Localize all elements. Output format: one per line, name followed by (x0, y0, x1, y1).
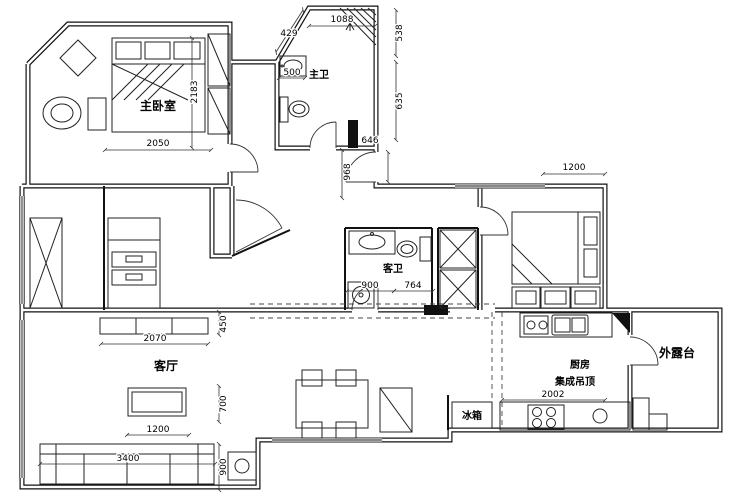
kitchen-counter-top (519, 312, 613, 338)
label-guest-bath: 客卫 (382, 262, 403, 275)
terrace-door (629, 336, 659, 366)
label-master-bedroom: 主卧室 (140, 98, 176, 113)
dining-table (295, 379, 369, 429)
chair (335, 421, 357, 439)
label-terrace: 外露台 (659, 345, 695, 360)
chair (301, 421, 323, 439)
label-master-bath: 主卫 (309, 68, 329, 81)
toilet-bowl (288, 100, 310, 118)
label-kitchen: 厨房 (570, 358, 590, 371)
terrace-features (632, 397, 668, 431)
kitchen-corner-shelf (612, 313, 630, 333)
label-fridge: 冰箱 (462, 409, 482, 422)
dim-hall-depth: 968 (343, 163, 353, 180)
label-living-room: 客厅 (153, 358, 178, 373)
dim-sofa-width: 3400 (117, 454, 140, 464)
foyer-door (235, 199, 283, 253)
dim-shower-side: 538 (395, 24, 405, 41)
dim-entry-door: 646 (361, 136, 378, 146)
entry-cabinet (29, 217, 63, 309)
pillow (583, 248, 598, 278)
kitchen-sink (551, 314, 589, 336)
tv-cabinet (99, 317, 209, 335)
shower-head-icon (347, 17, 353, 23)
bed-2 (511, 211, 601, 285)
dim-coffee-width: 1200 (147, 425, 170, 435)
dim-bed2-window: 1200 (563, 163, 586, 173)
toilet-tank (419, 236, 432, 262)
windows (19, 183, 545, 478)
dining-furniture (295, 369, 413, 439)
dimension-texts: 1088 429 538 635 500 646 968 2050 2183 1… (115, 14, 587, 477)
dim-guestbath-left: 900 (361, 281, 378, 291)
outer-walls (19, 5, 723, 490)
master-bedroom-furniture (42, 33, 231, 135)
dim-bath-side: 635 (395, 92, 405, 109)
vanity-counter (348, 230, 396, 255)
stove (527, 404, 565, 430)
entry-door (345, 151, 377, 183)
decor-diamond (59, 39, 97, 77)
cabinet (540, 286, 571, 309)
washing-machine (347, 281, 375, 309)
master-bedroom-door (229, 143, 259, 173)
master-bath-door (309, 121, 337, 149)
bedroom2-door (479, 206, 509, 236)
dim-coffee-depth: 700 (219, 395, 229, 412)
dim-kitchen-counter: 2002 (542, 390, 565, 400)
terrace-step (648, 413, 668, 431)
dimension-lines (37, 7, 608, 493)
dim-bath-chamfer: 429 (280, 29, 297, 39)
pillow (115, 41, 142, 60)
nightstand (87, 97, 107, 131)
wall-piers (348, 120, 630, 333)
cabinet (570, 286, 601, 309)
hall-wardrobe (439, 229, 477, 309)
shower-hatch (339, 7, 377, 46)
side-table (227, 451, 257, 481)
wardrobe (207, 33, 231, 87)
pillow (144, 41, 171, 60)
small-appliance (523, 315, 549, 335)
cabinet (511, 286, 541, 309)
kitchen-counter-bottom (499, 401, 631, 431)
storage-cabinet (107, 217, 161, 309)
dim-tv-depth: 450 (219, 315, 229, 332)
dim-sofa-depth: 900 (219, 458, 229, 475)
wardrobe (207, 87, 231, 135)
dining-cabinet (379, 387, 413, 433)
chair (301, 369, 323, 387)
dim-bath-top: 1088 (331, 15, 354, 25)
coffee-table (127, 387, 187, 417)
basin (592, 408, 608, 424)
chair (335, 369, 357, 387)
dim-bath-sink: 500 (283, 68, 300, 78)
dim-bed1-length: 2183 (190, 81, 200, 104)
toilet-tank (279, 96, 289, 123)
pillow (173, 41, 201, 60)
doors (229, 121, 659, 366)
pillow (583, 216, 598, 246)
dim-tv-cabinet: 2070 (144, 334, 167, 344)
bedroom2-furniture (511, 211, 601, 309)
fridge (451, 401, 493, 429)
bed-1 (111, 37, 206, 133)
room-labels: 主卧室 主卫 客卫 客厅 厨房 集成吊顶 外露台 冰箱 (140, 68, 695, 422)
master-bath-fixtures (279, 7, 377, 123)
dim-bed1-width: 2050 (147, 139, 170, 149)
armchair (42, 96, 82, 130)
terrace-step (632, 397, 650, 431)
toilet-bowl (396, 240, 418, 258)
guest-bath-fixtures (347, 230, 432, 309)
label-kitchen-ceiling: 集成吊顶 (554, 375, 595, 388)
interior-walls (103, 186, 479, 430)
dim-guestbath-right: 764 (404, 281, 421, 291)
